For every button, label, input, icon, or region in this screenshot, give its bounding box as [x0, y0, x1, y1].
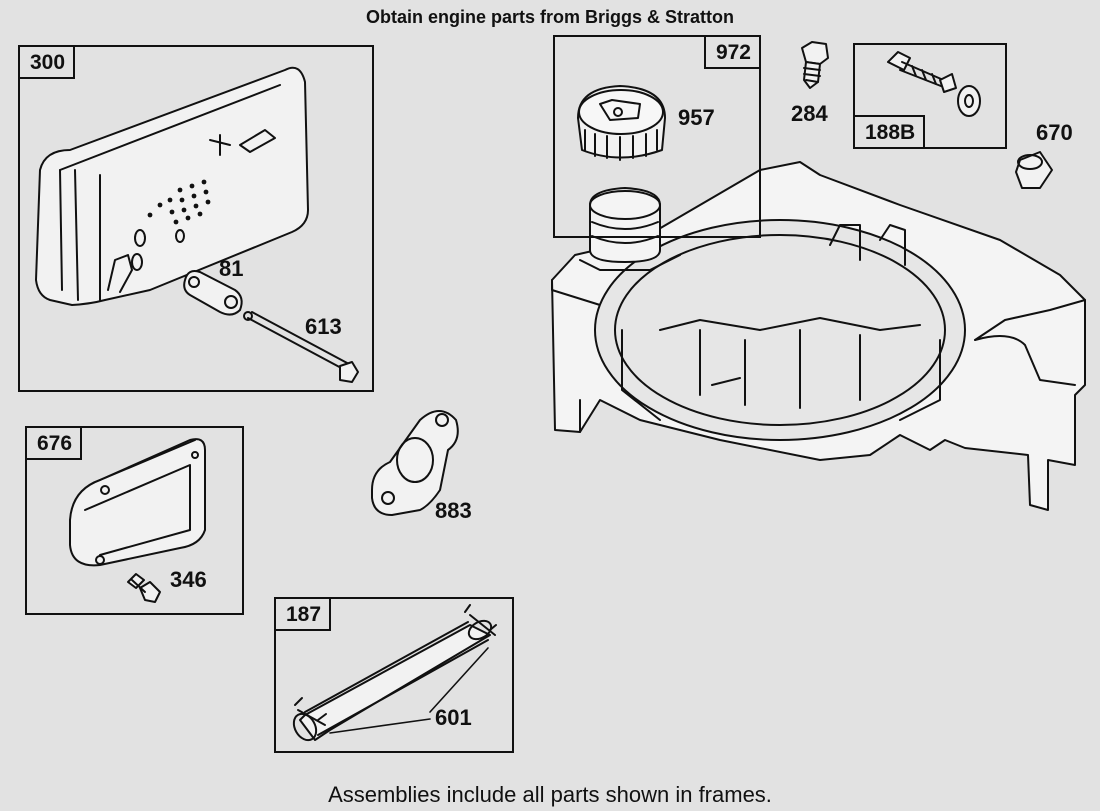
- guard-screw-346: [127, 573, 161, 603]
- screw-284: [801, 41, 829, 89]
- bushing-670: [1015, 151, 1053, 189]
- part-label-670: 670: [1036, 120, 1073, 145]
- frame-676: 676: [25, 426, 244, 615]
- part-label-346: 346: [170, 567, 207, 592]
- diagram-title: Obtain engine parts from Briggs & Stratt…: [365, 7, 735, 27]
- breather-tube: [292, 604, 497, 742]
- part-label-957: 957: [678, 105, 715, 130]
- muffler-guard: [69, 438, 206, 567]
- frame-972: 972: [553, 35, 761, 238]
- part-label-883: 883: [435, 498, 472, 523]
- frame-label-972: 972: [703, 37, 759, 69]
- fuel-cap-957: [577, 85, 666, 161]
- part-label-284: 284: [791, 101, 828, 126]
- screw-and-washer-188b: [887, 51, 981, 117]
- exhaust-gasket-883: [371, 410, 459, 516]
- frame-187: 187: [274, 597, 514, 753]
- part-label-81: 81: [219, 256, 244, 281]
- frame-label-676: 676: [27, 428, 83, 460]
- muffler: [35, 66, 309, 306]
- muffler-washer-81: [183, 270, 243, 316]
- frame-188b: 188B: [853, 43, 1007, 149]
- frame-label-187: 187: [276, 599, 332, 631]
- blower-housing: [551, 161, 1086, 511]
- frame-300: 300: [18, 45, 374, 392]
- part-label-601: 601: [435, 705, 472, 730]
- frame-label-300: 300: [20, 47, 76, 79]
- frame-label-188b: 188B: [855, 115, 926, 147]
- leader-lines: [329, 647, 489, 734]
- muffler-bolt-613: [243, 311, 359, 383]
- part-label-613: 613: [305, 314, 342, 339]
- footer-note: Assemblies include all parts shown in fr…: [328, 782, 772, 807]
